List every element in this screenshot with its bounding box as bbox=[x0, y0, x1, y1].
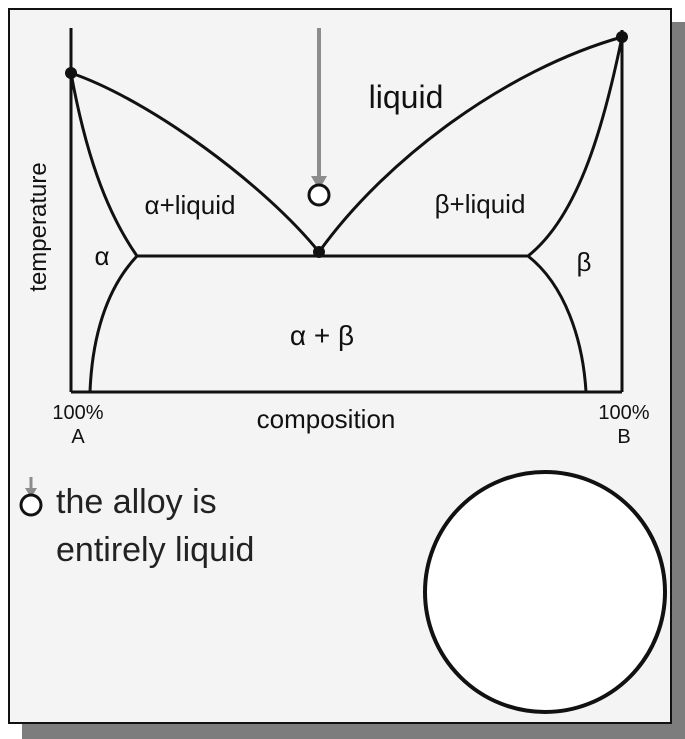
cooling-arrowhead bbox=[311, 176, 327, 190]
melting-point-a bbox=[65, 67, 77, 79]
region-beta: β bbox=[577, 247, 592, 277]
alloy-state-marker bbox=[307, 183, 331, 207]
solidus-left bbox=[69, 72, 139, 257]
liquidus-right bbox=[317, 35, 623, 253]
melting-point-b bbox=[616, 31, 628, 43]
eutectic-point bbox=[313, 246, 325, 258]
legend-arrowhead bbox=[25, 488, 37, 498]
region-alpha-liquid: α+liquid bbox=[145, 190, 236, 220]
liquidus-left bbox=[70, 71, 321, 253]
solvus-right bbox=[527, 254, 588, 393]
zoom-circle bbox=[423, 470, 667, 714]
region-beta-liquid: β+liquid bbox=[435, 189, 526, 219]
left-component-label: A bbox=[71, 426, 85, 448]
legend-line-1: the alloy is bbox=[56, 483, 217, 521]
legend-text: the alloy is entirely liquid bbox=[56, 478, 254, 574]
right-component-label: B bbox=[617, 426, 630, 448]
solidus-right bbox=[527, 36, 624, 258]
left-percent-label: 100% bbox=[52, 402, 103, 424]
y-axis-label: temperature bbox=[25, 162, 52, 291]
legend-line-2: entirely liquid bbox=[56, 531, 255, 569]
region-alpha-beta: α + β bbox=[290, 320, 354, 351]
right-percent-label: 100% bbox=[598, 402, 649, 424]
x-axis-label: composition bbox=[257, 404, 396, 434]
region-alpha: α bbox=[94, 241, 109, 271]
solvus-left bbox=[88, 254, 139, 393]
region-liquid: liquid bbox=[369, 79, 444, 115]
legend-marker-icon bbox=[19, 493, 43, 517]
